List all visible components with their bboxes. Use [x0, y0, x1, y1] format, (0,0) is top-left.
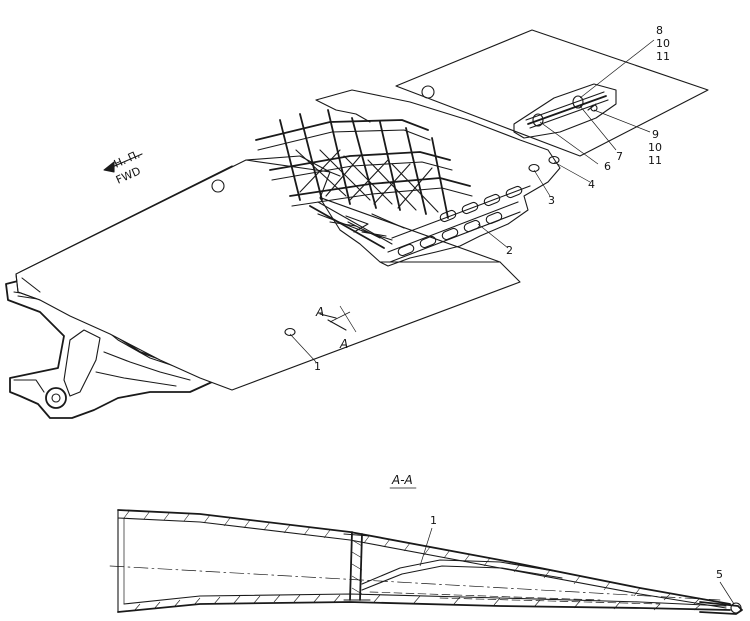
callout-labels: 1 2 3 4 6 7 8 10 11 9 10 11 A A [314, 24, 670, 373]
section-mark-a-bottom: A [339, 337, 348, 351]
callout-11-bottom: 11 [648, 154, 662, 167]
lightening-holes [387, 185, 531, 263]
section-mark-a-top: A [315, 305, 324, 319]
callout-1: 1 [314, 360, 321, 373]
callout-8: 8 [656, 24, 663, 37]
section-a-a: A-A 1 5 [109, 473, 743, 615]
front-skin-panel [15, 159, 521, 391]
section-title: A-A [391, 473, 413, 487]
section-callout-1: 1 [430, 514, 437, 527]
callout-2: 2 [506, 244, 513, 257]
front-skin-hole [211, 179, 225, 193]
rivet-1 [284, 327, 296, 337]
callout-10-top: 10 [656, 37, 670, 50]
section-centerline [109, 565, 721, 601]
callout-6: 6 [604, 160, 611, 173]
callout-7: 7 [616, 150, 623, 163]
callout-3: 3 [548, 194, 555, 207]
leader-lines [289, 39, 655, 363]
rear-skin-hole [421, 85, 435, 99]
internal-structure [245, 89, 561, 267]
callout-9: 9 [652, 128, 659, 141]
callout-4: 4 [588, 178, 595, 191]
callout-11-top: 11 [656, 50, 670, 63]
section-callout-5: 5 [716, 568, 723, 581]
callout-10-bottom: 10 [648, 141, 662, 154]
forward-direction-indicator: Н. П. FWD [103, 148, 143, 187]
